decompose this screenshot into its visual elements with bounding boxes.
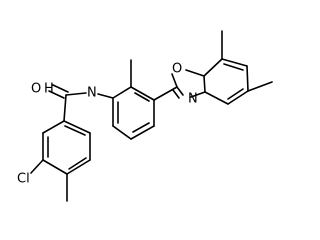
- bond-bz-in-2: [68, 157, 87, 170]
- bond-ar-4: [130, 125, 155, 140]
- bond-bb-5: [204, 91, 229, 105]
- bond-o-c7a: [185, 69, 205, 77]
- bond-bz-3: [42, 159, 68, 175]
- bond-co-double-b: [52, 84, 69, 93]
- atom-label-n-ring: N: [188, 92, 198, 107]
- bond-bb-3: [246, 65, 249, 92]
- bond-bb-in-1: [223, 63, 244, 71]
- bond-n-c2-b: [172, 89, 180, 99]
- bond-bz-4: [66, 159, 91, 175]
- bond-c3a-n: [190, 91, 206, 98]
- bond-c-methyl-5: [247, 81, 273, 92]
- bond-c-n-amide: [65, 92, 87, 96]
- bond-n-aryl: [97, 93, 114, 99]
- atom-labels: O H N Cl O N: [17, 62, 198, 187]
- bond-co-double-a: [48, 90, 65, 99]
- bond-c7a-c3a: [203, 75, 206, 93]
- bond-n-c2-a: [176, 86, 184, 96]
- bond-c-cl: [30, 159, 44, 174]
- bond-bb-1: [203, 58, 223, 77]
- bond-bz-in-3: [64, 125, 86, 136]
- bond-bb-4: [227, 90, 249, 105]
- atom-label-o-carbonyl: O: [31, 82, 41, 97]
- bonds: [30, 30, 273, 202]
- atom-label-o-ring: O: [172, 62, 182, 77]
- bond-bz-1: [42, 120, 65, 134]
- bond-ar-oxazole: [153, 86, 178, 101]
- bond-bb-in-2: [227, 88, 244, 100]
- bond-ar-5: [112, 125, 132, 140]
- bond-ar-1: [112, 86, 132, 99]
- atom-label-cl: Cl: [17, 172, 30, 187]
- bond-ring-carbonyl: [63, 94, 67, 122]
- bond-bb-2: [221, 58, 248, 67]
- bond-c2-o: [171, 73, 178, 88]
- atom-label-h-carbonyl: H: [44, 82, 54, 97]
- molecule-diagram: O H N Cl O N: [17, 30, 273, 202]
- bond-bz-6: [63, 120, 91, 134]
- bond-ar-in-2: [132, 122, 150, 133]
- bond-ar-in-1: [134, 92, 150, 102]
- atom-label-n-amide: N: [87, 86, 97, 101]
- bond-ar-2: [130, 86, 155, 101]
